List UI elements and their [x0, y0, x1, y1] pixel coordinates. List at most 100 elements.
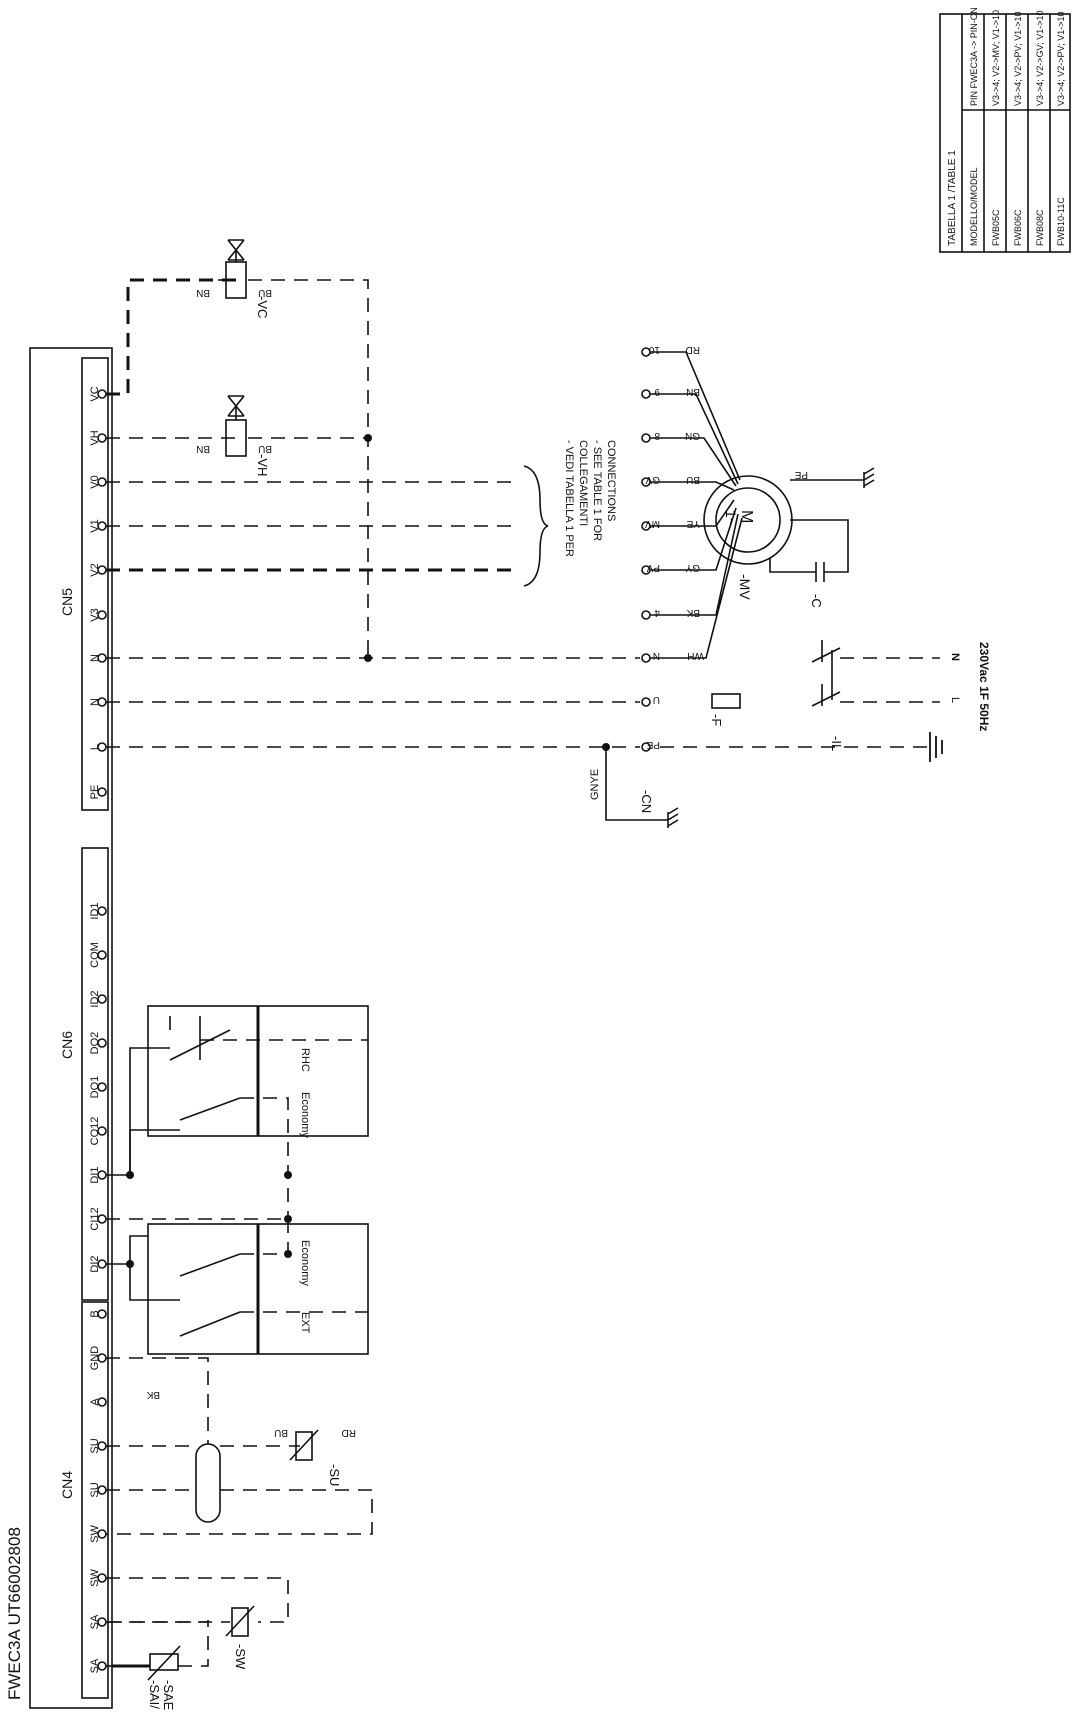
- pin-label: V3: [89, 608, 101, 621]
- cn4-pins: SA SA SW SW SU SU A GND B: [89, 1309, 107, 1673]
- switch-ext: [179, 1311, 241, 1337]
- pin-terminal: [97, 653, 107, 663]
- svg-text:RD: RD: [686, 344, 700, 355]
- svg-text:BK: BK: [686, 607, 700, 618]
- pin-label: ID1: [89, 902, 101, 919]
- svg-text:-SU: -SU: [327, 1464, 342, 1486]
- svg-text:4: 4: [654, 607, 660, 618]
- svg-text:M: M: [738, 510, 755, 523]
- pin-terminal: [97, 1485, 107, 1495]
- connector-cn5: [81, 357, 109, 811]
- svg-text:-F: -F: [709, 714, 724, 726]
- pin-terminal: [97, 742, 107, 752]
- chassis-ground-icon: [863, 467, 875, 489]
- note-line-3: - SEE TABLE 1 FOR: [591, 440, 603, 541]
- pin-label: CO12: [89, 1117, 101, 1146]
- table-cell: FWB08C: [1035, 209, 1045, 246]
- table-cell: FWB05C: [991, 209, 1001, 246]
- cn6-pins: DI2 CI12 DI1 CO12 DO1 DO2 ID2 COM ID1: [89, 902, 107, 1273]
- pin-label: VC: [89, 386, 101, 401]
- pin-terminal: [97, 433, 107, 443]
- pin-terminal: [97, 1170, 107, 1180]
- pin-label: SA: [89, 1658, 101, 1673]
- pin-label: SU: [89, 1482, 101, 1497]
- svg-text:8: 8: [654, 430, 660, 441]
- svg-text:-SW: -SW: [233, 1644, 248, 1670]
- table-cell: FWB10-11C: [1056, 197, 1066, 246]
- connector-cn4: [81, 1301, 109, 1699]
- pin-label: A: [89, 1398, 101, 1406]
- junction-dot: [284, 1250, 292, 1258]
- fuse-f: -F: [709, 693, 741, 726]
- pin-label: DI2: [89, 1255, 101, 1272]
- note-line-1: - VEDI TABELLA 1 PER: [563, 440, 575, 557]
- pin-terminal: [97, 1126, 107, 1136]
- pin-label: PE: [89, 785, 101, 800]
- pin-terminal: [97, 906, 107, 916]
- pin-label: N: [89, 698, 101, 706]
- svg-text:BN: BN: [196, 287, 210, 298]
- svg-text:BN: BN: [686, 386, 700, 397]
- junction-dot: [364, 654, 372, 662]
- note-line-4: CONNECTIONS: [605, 440, 617, 521]
- cn5-pins: PE L N N V3 V2 V1 V0 VH VC: [89, 386, 107, 800]
- pin-label: SA: [89, 1614, 101, 1629]
- connector-name-cn6: CN6: [59, 1031, 75, 1059]
- table-title: TABELLA 1 /TABLE 1: [947, 150, 958, 246]
- switch-economy-2: [179, 1253, 241, 1277]
- motor-mv: M 1~ -MV: [703, 475, 793, 600]
- motor-terminals: PE U N WH 4 BK PV GY MV YE GV BU 8 GN 9 …: [641, 344, 704, 752]
- svg-text:PV: PV: [646, 562, 660, 573]
- switch-economy-1: [179, 1097, 241, 1121]
- label-economy-1: Economy: [299, 1092, 311, 1138]
- table-cell: V3->4; V2->PV; V1->10: [1056, 12, 1066, 106]
- sensor-sa: -SAI/ -SAE: [147, 1645, 181, 1711]
- pin-terminal: [97, 1353, 107, 1363]
- wire-di1-b: [129, 1129, 180, 1175]
- pin-terminal: [97, 950, 107, 960]
- svg-text:-SAI/: -SAI/: [147, 1680, 162, 1709]
- pin-label: SU: [89, 1438, 101, 1453]
- pin-terminal: [97, 1214, 107, 1224]
- chassis-ground-icon: [667, 807, 679, 829]
- pin-label: GND: [89, 1346, 101, 1371]
- table-header-pin: PIN FWEC3A -> PIN-CN: [969, 7, 979, 106]
- pin-label: ID2: [89, 990, 101, 1007]
- pin-label: N: [89, 654, 101, 662]
- svg-text:-SAE: -SAE: [161, 1680, 176, 1711]
- pin-terminal: [97, 389, 107, 399]
- motor-pe-label: PE: [794, 469, 808, 480]
- table-1: TABELLA 1 /TABLE 1 MODELLO/MODEL PIN FWE…: [939, 7, 1071, 253]
- doc-code: FWEC3A UT66002808: [5, 1527, 24, 1700]
- supply-n-label: N: [949, 653, 961, 661]
- table-cell: FWB06C: [1013, 209, 1023, 246]
- pin-label: SW: [89, 1569, 101, 1587]
- pin-label: V2: [89, 563, 101, 576]
- note-brace: [523, 465, 549, 587]
- pin-label: COM: [89, 942, 101, 968]
- note-line-2: COLLEGAMENTI: [577, 440, 589, 526]
- table-cell: V3->4; V2->MV; V1->10: [991, 10, 1001, 106]
- svg-text:GV: GV: [645, 474, 660, 485]
- pin-terminal: [97, 787, 107, 797]
- svg-text:MV: MV: [645, 518, 660, 529]
- pin-label: DO2: [89, 1032, 101, 1055]
- junction-dot: [364, 434, 372, 442]
- pin-label: L: [89, 744, 101, 750]
- svg-text:BU: BU: [686, 474, 700, 485]
- pin-label: V1: [89, 519, 101, 532]
- pin-terminal: [97, 477, 107, 487]
- wire-sw: [106, 1577, 289, 1623]
- svg-text:1~: 1~: [723, 510, 739, 526]
- switch-rhc: [169, 1016, 368, 1061]
- supply-l-label: L: [949, 697, 961, 703]
- table-cell: V3->4; V2->PV; V1->10: [1013, 12, 1023, 106]
- svg-text:YE: YE: [686, 518, 700, 529]
- pin-terminal: [97, 610, 107, 620]
- capacitor-leads: [769, 519, 849, 573]
- cable-shield: [195, 1443, 221, 1523]
- capacitor-c: -C: [809, 562, 825, 608]
- supply-label: 230Vac 1F 50Hz: [977, 642, 991, 731]
- pin-label: CI12: [89, 1207, 101, 1230]
